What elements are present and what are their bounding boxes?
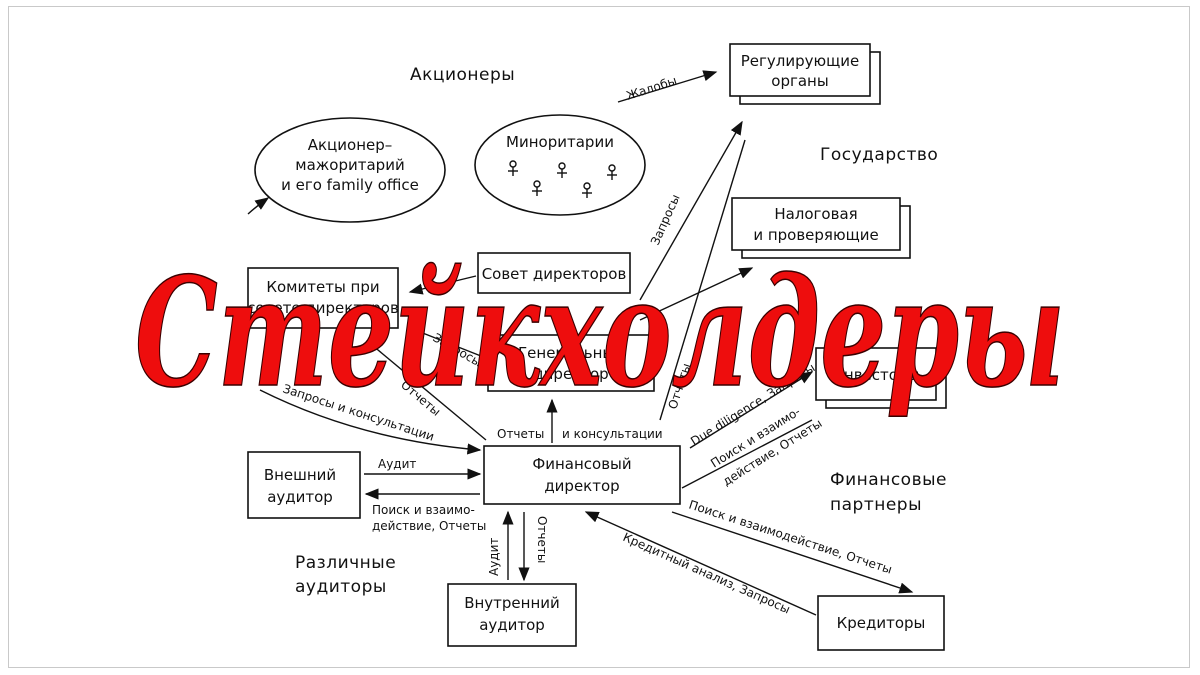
edge-to-majority	[247, 197, 270, 215]
internal-auditor-label-2: аудитор	[479, 616, 545, 634]
regulators-box	[729, 43, 871, 97]
label-audit-int: Аудит	[487, 538, 501, 576]
edge-due-diligence	[689, 371, 814, 449]
cfo-box	[483, 445, 681, 505]
label-reports-consult-2: и консультации	[562, 427, 663, 441]
edge-tax	[639, 267, 754, 321]
majority-shareholder-oval	[254, 117, 446, 223]
regulators-label-1: Регулирующие	[741, 52, 860, 70]
label-reports-consult-1: Отчеты	[497, 427, 544, 441]
investors-box	[815, 347, 937, 401]
tax-box	[731, 197, 901, 251]
label-requests: Запросы	[648, 192, 683, 247]
ceo-box	[487, 334, 655, 392]
tax-label-2: и проверяющие	[753, 226, 878, 244]
group-shareholders: Акционеры	[410, 65, 515, 85]
board-label: Совет директоров	[482, 265, 627, 283]
ceo-label-1: Генеральный	[518, 344, 624, 362]
minority-label: Миноритарии	[506, 133, 614, 151]
tax-label-1: Налоговая	[774, 205, 857, 223]
edge-requests	[639, 120, 743, 301]
external-auditor-box	[247, 451, 361, 519]
group-state: Государство	[820, 145, 938, 165]
creditors-box	[817, 595, 945, 651]
edge-search-creditors	[671, 511, 914, 594]
external-auditor-label-2: аудитор	[267, 488, 333, 506]
majority-label-3: и его family office	[281, 176, 419, 194]
ceo-label-2: директор	[533, 365, 608, 383]
cfo-label-1: Финансовый	[532, 455, 631, 473]
board-box	[477, 252, 631, 294]
group-financial-partners-2: партнеры	[830, 495, 922, 515]
group-financial-partners-1: Финансовые	[830, 470, 947, 490]
edges	[247, 70, 914, 616]
label-search-ext-2: действие, Отчеты	[372, 519, 486, 533]
group-auditors-2: аудиторы	[295, 577, 387, 597]
minority-oval	[474, 114, 646, 216]
committees-label-2: совете директоров	[247, 299, 399, 317]
internal-auditor-label-1: Внутренний	[464, 594, 560, 612]
label-reports-int: Отчеты	[535, 516, 549, 563]
label-search-ext-1: Поиск и взаимо-	[372, 503, 475, 517]
committees-box	[247, 267, 399, 329]
label-audit-ext: Аудит	[378, 457, 416, 471]
regulators-label-2: органы	[771, 72, 828, 90]
majority-label-1: Акционер–	[308, 136, 393, 154]
majority-label-2: мажоритарий	[295, 156, 404, 174]
minority-people-icon	[508, 160, 617, 198]
edge-reports-left	[371, 344, 487, 441]
label-complaints: Жалобы	[625, 73, 679, 102]
overlay-title: Стейкхолдеры	[135, 245, 1065, 421]
group-auditors-1: Различные	[295, 553, 396, 573]
edge-search-partners	[681, 419, 813, 489]
edge-board-committees	[408, 275, 477, 295]
investors-label: Инвесторы	[833, 366, 920, 384]
creditors-label: Кредиторы	[837, 614, 926, 632]
cfo-label-2: директор	[544, 477, 619, 495]
edge-credit-analysis	[584, 511, 817, 616]
edge-requests-consult	[259, 389, 482, 455]
committees-label-1: Комитеты при	[266, 278, 379, 296]
edge-committees-ceo	[409, 327, 487, 359]
edge-complaints	[617, 70, 718, 103]
edge-reports-right	[659, 139, 746, 421]
internal-auditor-box	[447, 583, 577, 647]
external-auditor-label-1: Внешний	[264, 466, 336, 484]
